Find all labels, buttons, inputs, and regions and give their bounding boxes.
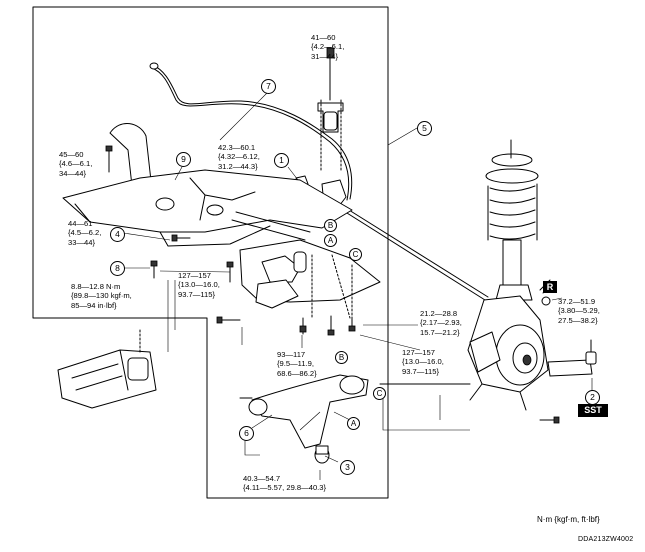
rear-support-drawing <box>239 239 381 319</box>
callout-7-stabilizer-bar: 7 <box>261 79 276 94</box>
callout-4-bolt: 4 <box>110 227 125 242</box>
torque-label-rear-bracket: 21.2—28.8 {2.17—2.93, 15.7—21.2} <box>420 309 462 337</box>
group-frame-outline <box>32 6 389 499</box>
callout-6-lower-arm: 6 <box>239 426 254 441</box>
lower-arm-drawing <box>239 374 471 464</box>
replace-part-badge: R <box>543 281 557 293</box>
torque-label-small-bolt: 8.8—12.8 N·m {89.8—130 kgf·m, 85—94 in·l… <box>71 282 132 310</box>
callout-8-bracket: 8 <box>110 261 125 276</box>
strut-assembly-drawing <box>485 139 539 301</box>
callout-9-crossmember: 9 <box>176 152 191 167</box>
torque-label-crossmember-front: 45—60 {4.6—6.1, 34—44} <box>59 150 93 178</box>
letter-c-lower: C <box>373 387 386 400</box>
engine-mount-drawing <box>57 329 157 409</box>
torque-label-lower-arm-front: 93—117 {9.5—11.9, 68.6—86.2} <box>277 350 317 378</box>
document-id: DDA213ZW4002 <box>578 536 634 543</box>
callout-2-tie-rod-end: 2 <box>585 390 600 405</box>
torque-label-stabilizer-link: 42.3—60.1 {4.32—6.12, 31.2—44.3} <box>218 143 260 171</box>
callout-5-crossmember-group: 5 <box>417 121 432 136</box>
letter-c-upper: C <box>349 248 362 261</box>
special-tool-badge: SST <box>578 404 608 417</box>
torque-label-rear-support: 127—157 {13.0—16.0, 93.7—115} <box>178 271 220 299</box>
knuckle-hub-drawing <box>467 295 549 411</box>
callout-3-ball-joint: 3 <box>340 460 355 475</box>
letter-b-lower: B <box>335 351 348 364</box>
stabilizer-bar-drawing <box>149 62 353 201</box>
callout-1-stabilizer-link: 1 <box>274 153 289 168</box>
torque-label-tie-rod-nut: 37.2—51.9 {3.80—5.29, 27.5—38.2} <box>558 297 600 325</box>
torque-label-lower-arm-rear: 127—157 {13.0—16.0, 93.7—115} <box>402 348 444 376</box>
letter-a-upper: A <box>324 234 337 247</box>
leader-lines <box>122 92 593 480</box>
letter-b-upper: B <box>324 219 337 232</box>
tie-rod-end-drawing <box>547 339 597 377</box>
crossmember-drawing <box>62 123 353 247</box>
stabilizer-bracket-drawing <box>317 47 344 171</box>
torque-label-ball-joint: 40.3—54.7 {4.11—5.57, 29.8—40.3} <box>243 474 327 493</box>
torque-label-stabilizer-bracket: 41—60 {4.2—6.1, 31—44} <box>311 33 345 61</box>
units-legend: N·m {kgf·m, ft·lbf} <box>537 515 600 524</box>
torque-label-crossmember-bolt: 44—61 {4.5—6.2, 33—44} <box>68 219 102 247</box>
bolts-drawing <box>105 145 560 424</box>
letter-a-lower: A <box>347 417 360 430</box>
